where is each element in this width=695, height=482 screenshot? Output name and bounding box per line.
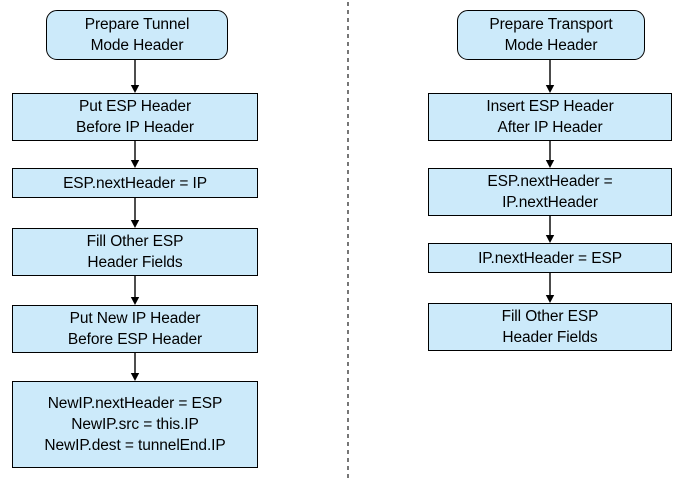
flow-node-transport-step-4: Fill Other ESP Header Fields [428, 303, 672, 351]
flow-arrow [130, 353, 140, 381]
flow-node-text-line: Header Fields [87, 254, 183, 271]
flow-node-text-line: Mode Header [90, 37, 184, 54]
flow-node-text-line: Before IP Header [76, 119, 194, 136]
flow-node-text-line: Prepare Tunnel [84, 16, 190, 33]
flow-node-text-line: Before ESP Header [67, 331, 203, 348]
flow-node-transport-step-2: ESP.nextHeader = IP.nextHeader [428, 168, 672, 216]
flow-node-text-line: Fill Other ESP [86, 233, 184, 250]
flow-node-text-line: Insert ESP Header [486, 98, 614, 115]
flow-node-text-line: ESP.nextHeader = [487, 173, 613, 190]
flow-node-text-line: Fill Other ESP [501, 308, 599, 325]
flow-node-text-line: Mode Header [504, 37, 598, 54]
flow-node-text-line: NewIP.dest = tunnelEnd.IP [44, 437, 226, 454]
flow-node-text-line: Prepare Transport [489, 16, 613, 33]
flow-arrow [545, 273, 555, 303]
flow-node-text-line: Header Fields [502, 329, 598, 346]
flow-node-text-line: NewIP.src = this.IP [71, 416, 199, 433]
flow-node-text-line: IP.nextHeader [502, 194, 598, 211]
flow-node-text-line: IP.nextHeader = ESP [478, 249, 622, 267]
flow-node-text-line: After IP Header [497, 119, 603, 136]
flow-node-tunnel-step-2: ESP.nextHeader = IP [12, 168, 258, 198]
flow-node-transport-step-3: IP.nextHeader = ESP [428, 243, 672, 273]
flow-arrow [130, 276, 140, 305]
flow-node-tunnel-step-3: Fill Other ESP Header Fields [12, 228, 258, 276]
vertical-dashed-separator [347, 2, 349, 480]
flow-arrow [545, 141, 555, 168]
flow-arrow [130, 60, 140, 93]
flow-arrow [130, 141, 140, 168]
flow-node-text-line: NewIP.nextHeader = ESP [47, 395, 223, 412]
flow-node-text-line: ESP.nextHeader = IP [63, 174, 207, 192]
flow-node-tunnel-step-5: NewIP.nextHeader = ESP NewIP.src = this.I… [12, 381, 258, 468]
flow-node-text-line: Put New IP Header [69, 310, 201, 327]
flow-node-text-line: Put ESP Header [78, 98, 192, 115]
flow-arrow [545, 60, 555, 93]
flow-arrow [545, 216, 555, 243]
flow-arrow [130, 198, 140, 228]
